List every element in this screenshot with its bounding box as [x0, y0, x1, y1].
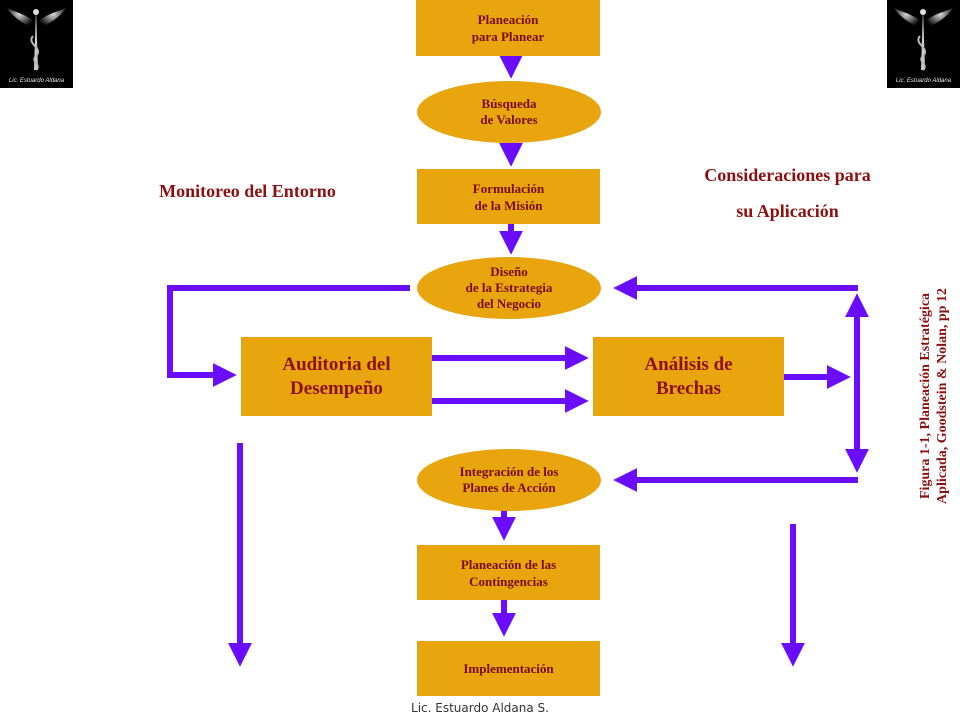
- footer-author: Lic. Estuardo Aldana S.: [411, 701, 549, 715]
- label-monitoreo-entorno: Monitoreo del Entorno: [159, 181, 336, 201]
- caduceus-logo-left: Lic. Estuardo Aldana: [0, 0, 73, 88]
- arrow-diseno-auditoria: [167, 285, 410, 387]
- box-implementacion: Implementación: [417, 641, 600, 696]
- logo-caption: Lic. Estuardo Aldana: [895, 78, 952, 84]
- logo-caption: Lic. Estuardo Aldana: [8, 78, 65, 84]
- caduceus-logo-right: Lic. Estuardo Aldana: [887, 0, 960, 88]
- caduceus-icon: [4, 4, 69, 71]
- caduceus-icon: [891, 4, 956, 71]
